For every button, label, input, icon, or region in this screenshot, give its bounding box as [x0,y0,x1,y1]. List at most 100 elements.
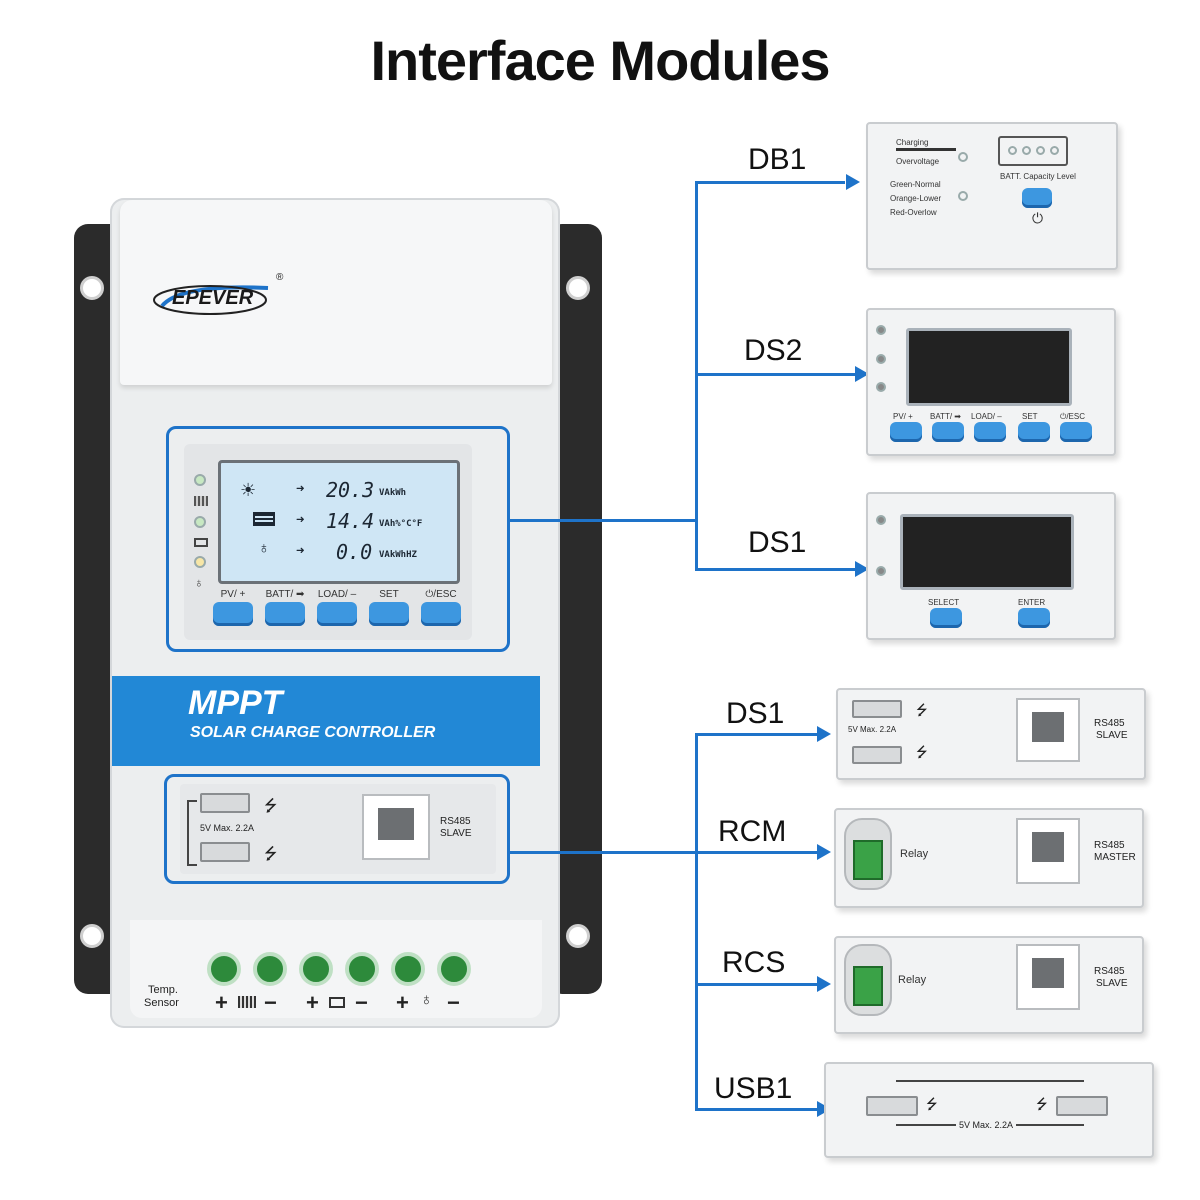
set-button[interactable] [369,602,409,626]
sun-icon: ☀ [240,480,257,500]
module-label-ds1-display: DS1 [748,526,807,559]
ds2-load-button[interactable] [974,422,1006,442]
arrow-icon [855,366,869,382]
ports-panel [164,774,510,884]
arrow-icon [817,844,831,860]
module-label-ds1-port: DS1 [726,697,785,730]
rcm-relay-terminal[interactable] [853,840,883,880]
pv-array-icon [194,496,208,506]
ds1-select-label: SELECT [928,598,960,607]
ds2-esc-button[interactable] [1060,422,1092,442]
arrow-icon: ➜ [296,512,305,528]
mount-hole-icon [566,924,590,948]
usb1-port-right[interactable] [1056,1096,1108,1116]
power-icon: ⏻ [1032,210,1044,226]
ds2-set-label: SET [1022,412,1038,421]
usb1-rating: 5V Max. 2.2A [956,1120,1017,1130]
usb1-port-left[interactable] [866,1096,918,1116]
bulb-icon: ♁ [258,540,270,557]
ds1-display-link-line [695,568,855,571]
brand-name: EPEVER [172,287,254,309]
usb-icon: ⭍ [926,1096,938,1112]
logo-swoosh-icon [153,285,269,315]
load-button[interactable] [317,602,357,626]
ds2-pv-button[interactable] [890,422,922,442]
db1-power-button[interactable] [1022,188,1052,208]
usb-port-upper[interactable] [200,793,250,813]
terminal-load-positive [391,952,425,986]
ds2-led-1 [876,325,886,335]
db1-pv-led [958,152,968,162]
ds1-rs485-socket [1032,712,1064,742]
usb-group-bracket [187,800,197,866]
display-link-line [510,519,698,522]
ds1-led-1 [876,515,886,525]
ds1-select-button[interactable] [930,608,962,628]
batt-minus-sign: − [355,990,368,1015]
terminal-pv-positive [207,952,241,986]
lcd-value-3: 0.0 [336,540,373,564]
usb-icon: ⭍ [264,798,278,815]
db1-charging-bar [896,148,956,151]
arrow-icon [846,174,860,190]
ds2-load-label: LOAD/ ‒ [971,412,1002,421]
usb-icon: ⭍ [916,702,928,718]
usb1-link-line [695,1108,817,1111]
load-minus-sign: − [447,990,460,1015]
lcd-units-2: VAh%°C°F [379,519,423,529]
mount-hole-icon [566,276,590,300]
module-label-usb1: USB1 [714,1072,793,1105]
battery-status-led [194,516,206,528]
ds1-usb-port-upper[interactable] [852,700,902,718]
db1-orange-label: Orange-Lower [890,194,942,203]
usb-port-lower[interactable] [200,842,250,862]
db1-green-label: Green-Normal [890,180,941,189]
product-name: MPPT [188,684,283,722]
pv-button[interactable] [213,602,253,626]
arrow-icon [817,976,831,992]
rcs-link-line [695,983,817,986]
temp-sensor-label-line2: Sensor [144,997,179,1009]
mount-hole-icon [80,276,104,300]
rcs-rs485-port[interactable] [1016,944,1080,1010]
esc-button[interactable] [421,602,461,626]
ds2-batt-button[interactable] [932,422,964,442]
arrow-icon: ➜ [296,481,305,497]
rcs-rs485-socket [1032,958,1064,988]
pv-plus-sign: + [215,990,228,1015]
usb-icon: ⭍ [264,846,278,863]
ds1-enter-button[interactable] [1018,608,1050,628]
db1-capacity-led-1 [1008,146,1017,155]
db1-red-label: Red-Overlow [890,208,937,217]
batt-button-label: BATT/ ➡ [265,589,305,600]
ds2-set-button[interactable] [1018,422,1050,442]
usb-rating: 5V Max. 2.2A [200,823,255,833]
db1-capacity-label: BATT. Capacity Level [1000,172,1076,181]
rcs-rs485-role: SLAVE [1096,978,1128,989]
lcd-units-1: VAkWh [379,488,407,498]
terminal-load-negative [437,952,471,986]
rcs-relay-terminal[interactable] [853,966,883,1006]
pv-status-led [194,474,206,486]
pv-array-icon [238,996,256,1008]
db1-charging-label: Charging [896,138,929,147]
ds1-rs485-label: RS485 [1094,718,1125,729]
ds1-screen [900,514,1074,590]
lcd-units-3: VAkWhHZ [379,550,417,560]
ds1-usb-port-lower[interactable] [852,746,902,764]
ds1-rs485-role: SLAVE [1096,730,1128,741]
ds1-led-2 [876,566,886,576]
batt-button[interactable] [265,602,305,626]
db1-link-line [695,181,845,184]
terminal-batt-negative [345,952,379,986]
module-label-ds2: DS2 [744,334,803,367]
batt-plus-sign: + [306,990,319,1015]
module-label-db1: DB1 [748,143,807,176]
ds1-rs485-port[interactable] [1016,698,1080,762]
db1-batt-led [958,191,968,201]
db1-capacity-led-4 [1050,146,1059,155]
module-label-rcm: RCM [718,815,787,848]
ports-link-line [510,851,698,854]
mount-hole-icon [80,924,104,948]
terminal-pv-negative [253,952,287,986]
